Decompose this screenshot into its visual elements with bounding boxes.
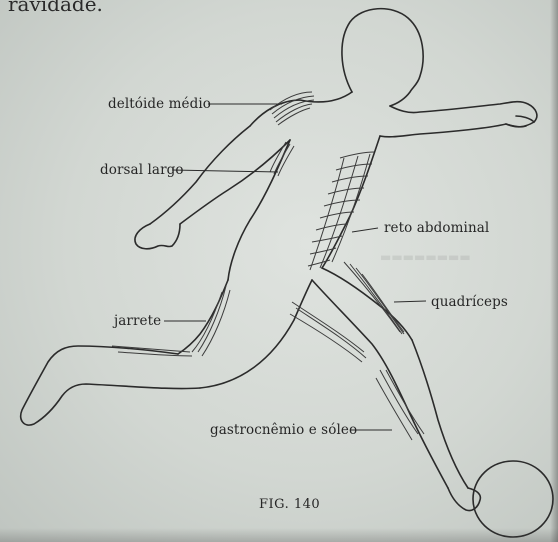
figure-back-leg-upper [178, 280, 228, 354]
page-edge-shadow-right [550, 0, 558, 542]
deltoide-muscle [270, 92, 314, 125]
figure-chest-right-arm-upper [380, 102, 537, 137]
deltoide-label: deltóide médio [108, 96, 211, 112]
figure-torso-front [322, 136, 380, 268]
quadriceps-leader-line [394, 301, 426, 302]
dorsal-leader-line [172, 170, 278, 172]
figure-left-hand [135, 224, 180, 249]
figure-head [342, 9, 423, 106]
reto-leader-line [352, 228, 378, 232]
quadriceps-label: quadríceps [431, 294, 508, 310]
gastrocnemio-label: gastrocnêmio e sóleo [210, 422, 357, 438]
figure-right-hand [506, 116, 534, 127]
figure-front-foot [448, 488, 480, 511]
gastrocnemio-muscle [290, 302, 424, 440]
figure-front-leg-shin-front [412, 340, 468, 488]
soccer-ball [473, 461, 553, 537]
jarrete-label: jarrete [114, 313, 161, 329]
reto-abdominal-label: reto abdominal [384, 220, 489, 236]
figure-back-leg-lower [21, 346, 200, 425]
figure-caption: FIG. 140 [259, 497, 320, 512]
figure-back [250, 92, 352, 126]
dorsal-largo-label: dorsal largo [100, 162, 184, 178]
reto-abdominal-muscle [308, 152, 374, 270]
page-edge-shadow-bottom [0, 528, 558, 542]
figure-back-leg-inner [200, 280, 312, 388]
